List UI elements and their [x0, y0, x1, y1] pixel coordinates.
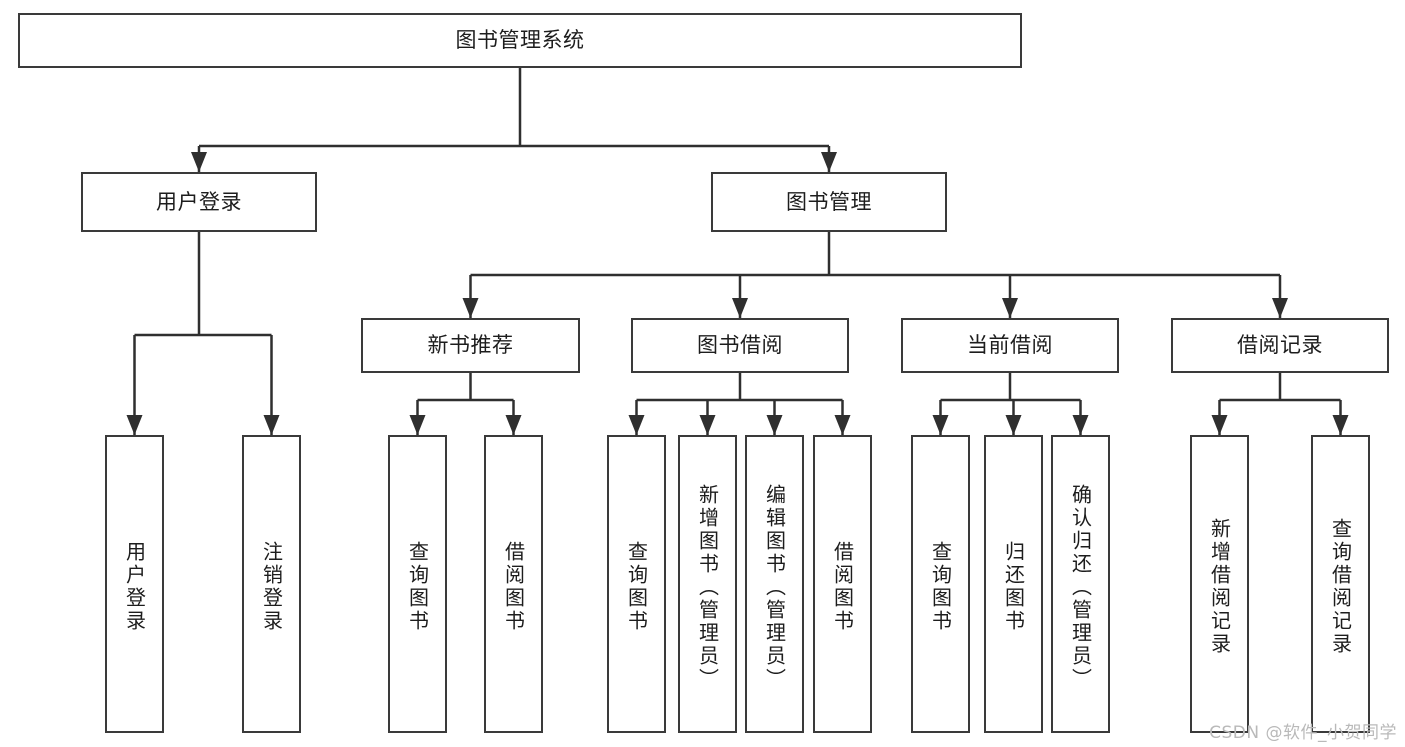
- node-label-leaf-borrow-book-recommend: 借阅图书: [501, 541, 526, 633]
- connector-arrowhead: [834, 415, 851, 435]
- node-label-leaf-user-login: 用户登录: [122, 541, 147, 633]
- connector-arrowhead: [1072, 415, 1089, 435]
- connector-arrowhead: [126, 415, 143, 435]
- node-label-current-borrow: 当前借阅: [967, 333, 1053, 358]
- node-leaf-query-book-recommend[interactable]: 查询图书: [388, 435, 447, 733]
- connector-arrowhead: [699, 415, 716, 435]
- node-label-new-book-recommend: 新书推荐: [427, 333, 514, 358]
- node-label-leaf-add-book: 新增图书（管理员）: [695, 483, 720, 691]
- node-label-leaf-edit-book: 编辑图书（管理员）: [762, 483, 787, 691]
- node-label-root: 图书管理系统: [455, 28, 585, 53]
- node-borrow-record[interactable]: 借阅记录: [1171, 318, 1389, 373]
- node-new-book-recommend[interactable]: 新书推荐: [361, 318, 580, 373]
- connector-arrowhead: [505, 415, 522, 435]
- node-label-book-borrow: 图书借阅: [697, 333, 783, 358]
- node-leaf-edit-book[interactable]: 编辑图书（管理员）: [745, 435, 804, 733]
- node-leaf-add-book[interactable]: 新增图书（管理员）: [678, 435, 737, 733]
- node-leaf-user-login[interactable]: 用户登录: [105, 435, 164, 733]
- node-leaf-query-book-borrow[interactable]: 查询图书: [607, 435, 666, 733]
- connector-arrowhead: [766, 415, 783, 435]
- connector-arrowhead: [1002, 298, 1018, 318]
- connector-arrowhead: [263, 415, 280, 435]
- node-leaf-add-borrow-record[interactable]: 新增借阅记录: [1190, 435, 1249, 733]
- connector-arrowhead: [1272, 298, 1288, 318]
- connector-arrowhead: [628, 415, 645, 435]
- node-label-leaf-query-book-recommend: 查询图书: [405, 541, 430, 633]
- node-leaf-confirm-return[interactable]: 确认归还（管理员）: [1051, 435, 1110, 733]
- node-leaf-borrow-book-recommend[interactable]: 借阅图书: [484, 435, 543, 733]
- node-label-leaf-query-borrow-record: 查询借阅记录: [1328, 518, 1353, 656]
- connector-arrowhead: [932, 415, 949, 435]
- node-current-borrow[interactable]: 当前借阅: [901, 318, 1119, 373]
- connector-arrowhead: [191, 152, 207, 172]
- node-label-leaf-query-book-borrow: 查询图书: [624, 541, 649, 633]
- node-label-user-login: 用户登录: [156, 189, 242, 214]
- connector-arrowhead: [821, 152, 837, 172]
- node-leaf-query-borrow-record[interactable]: 查询借阅记录: [1311, 435, 1370, 733]
- node-book-borrow[interactable]: 图书借阅: [631, 318, 849, 373]
- connector-arrowhead: [462, 298, 479, 318]
- node-user-login[interactable]: 用户登录: [81, 172, 317, 232]
- node-label-leaf-borrow-book: 借阅图书: [830, 541, 855, 633]
- connector-arrowhead: [1005, 415, 1022, 435]
- node-label-leaf-add-borrow-record: 新增借阅记录: [1207, 518, 1232, 656]
- node-label-leaf-return-book: 归还图书: [1001, 541, 1026, 633]
- node-label-book-management: 图书管理: [786, 189, 872, 214]
- connector-arrowhead: [1211, 415, 1228, 435]
- node-label-leaf-logout: 注销登录: [259, 541, 284, 633]
- connector-arrowhead: [409, 415, 426, 435]
- node-root[interactable]: 图书管理系统: [18, 13, 1022, 68]
- connector-arrowhead: [732, 298, 748, 318]
- connector-arrowhead: [1332, 415, 1349, 435]
- node-leaf-logout[interactable]: 注销登录: [242, 435, 301, 733]
- node-label-borrow-record: 借阅记录: [1237, 333, 1323, 358]
- node-book-management[interactable]: 图书管理: [711, 172, 947, 232]
- node-label-leaf-query-book-current: 查询图书: [928, 541, 953, 633]
- node-leaf-borrow-book[interactable]: 借阅图书: [813, 435, 872, 733]
- watermark-text: CSDN @软件_小贺同学: [1209, 723, 1397, 743]
- node-leaf-query-book-current[interactable]: 查询图书: [911, 435, 970, 733]
- node-leaf-return-book[interactable]: 归还图书: [984, 435, 1043, 733]
- node-label-leaf-confirm-return: 确认归还（管理员）: [1068, 483, 1093, 691]
